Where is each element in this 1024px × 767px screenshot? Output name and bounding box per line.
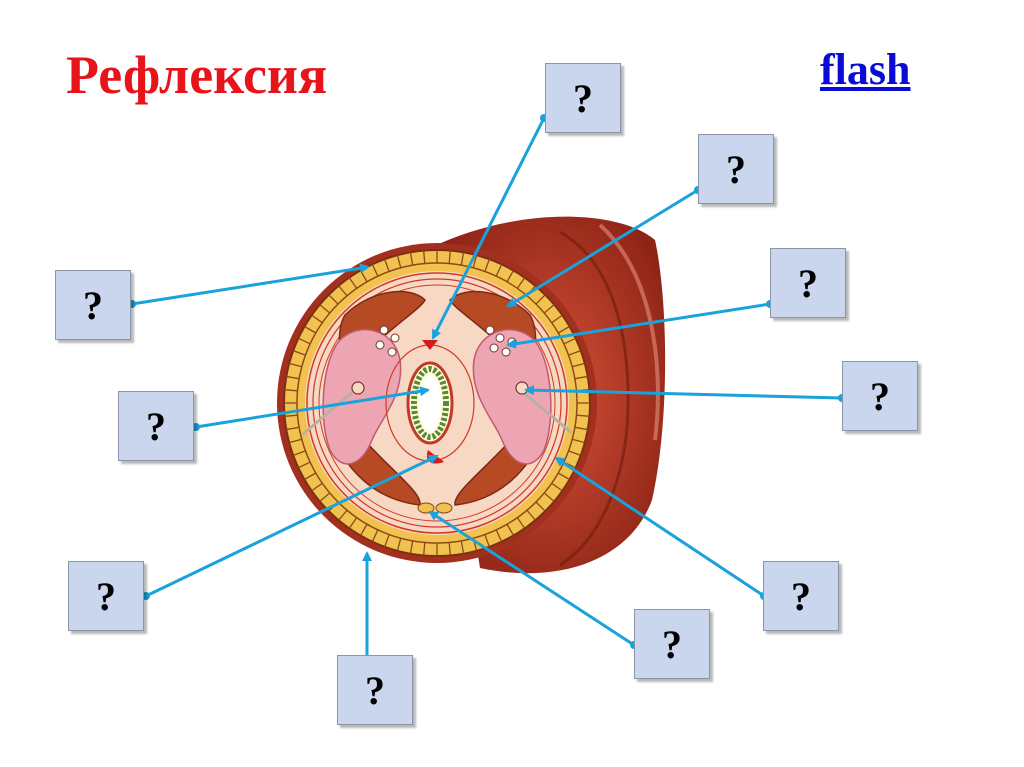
label-box-9[interactable]: ? bbox=[634, 609, 710, 679]
epidermis-cell-wall bbox=[526, 509, 536, 521]
epidermis-cell-wall bbox=[298, 337, 311, 345]
epidermis-cell-wall bbox=[574, 426, 588, 431]
epidermis-cell-wall bbox=[311, 482, 323, 492]
epidermis-cell-wall bbox=[293, 350, 306, 356]
epidermis-cell-wall bbox=[396, 538, 402, 551]
epidermis-cell-wall bbox=[423, 250, 426, 264]
epidermis-cell-wall bbox=[348, 277, 358, 289]
epidermis-cell-wall bbox=[286, 375, 300, 380]
epidermis-cell-wall bbox=[448, 250, 451, 264]
slide-title: Рефлексия bbox=[66, 45, 328, 105]
arrow-8 bbox=[554, 456, 765, 598]
arrow-9 bbox=[428, 510, 635, 647]
epidermis-cell-wall bbox=[563, 337, 576, 345]
epidermis-cell-wall bbox=[557, 325, 570, 334]
epidermis-cell-wall bbox=[506, 270, 515, 283]
epidermis-cell-wall bbox=[348, 517, 358, 529]
label-box-7[interactable]: ? bbox=[68, 561, 144, 631]
epidermis-cell-wall bbox=[338, 285, 348, 297]
label-box-5[interactable]: ? bbox=[842, 361, 918, 431]
epidermis-cell-wall bbox=[516, 517, 526, 529]
epidermis-cell-wall bbox=[298, 461, 311, 469]
flash-link[interactable]: flash bbox=[820, 45, 911, 94]
arrow-5 bbox=[524, 385, 843, 400]
epidermis-cell-wall bbox=[472, 255, 478, 268]
arrow-3 bbox=[506, 302, 771, 349]
epidermis-cell-wall bbox=[328, 294, 339, 305]
epidermis-cell-wall bbox=[448, 542, 451, 556]
epidermis-cell-wall bbox=[516, 277, 526, 289]
arrow-7 bbox=[145, 454, 439, 598]
epidermis-cell-wall bbox=[284, 414, 298, 417]
epidermis-cell-wall bbox=[409, 252, 414, 266]
epidermis-cell-wall bbox=[384, 259, 390, 272]
label-box-2[interactable]: ? bbox=[698, 134, 774, 204]
epidermis-cell-wall bbox=[319, 492, 331, 502]
arrow-4 bbox=[131, 263, 370, 306]
label-box-6[interactable]: ? bbox=[118, 391, 194, 461]
cross-section bbox=[277, 243, 597, 563]
epidermis-cell-wall bbox=[460, 540, 465, 554]
epidermis-cell-wall bbox=[319, 304, 331, 314]
epidermis-cell-wall bbox=[551, 482, 563, 492]
epidermis-cell-wall bbox=[396, 255, 402, 268]
epidermis-cell-wall bbox=[359, 523, 368, 536]
epidermis-cell-wall bbox=[423, 542, 426, 556]
label-box-8[interactable]: ? bbox=[763, 561, 839, 631]
epidermis-cell-wall bbox=[304, 325, 317, 334]
label-box-4[interactable]: ? bbox=[55, 270, 131, 340]
epidermis-cell-wall bbox=[311, 314, 323, 324]
epidermis-cell-wall bbox=[371, 529, 379, 542]
epidermis-cell-wall bbox=[535, 501, 546, 512]
arrow-6 bbox=[195, 386, 430, 429]
epidermis-cell-wall bbox=[495, 264, 503, 277]
epidermis-cell-wall bbox=[338, 509, 348, 521]
epidermis-cells bbox=[284, 250, 590, 556]
label-box-10[interactable]: ? bbox=[337, 655, 413, 725]
epidermis-cell-wall bbox=[572, 362, 585, 368]
epidermis-cell-wall bbox=[286, 426, 300, 431]
epidermis-cell-wall bbox=[543, 304, 555, 314]
epidermis-cell-wall bbox=[293, 450, 306, 456]
epidermis-cell-wall bbox=[384, 534, 390, 547]
epidermis-cell-wall bbox=[304, 472, 317, 481]
epidermis-cell-wall bbox=[371, 264, 379, 277]
epidermis-cell-wall bbox=[409, 540, 414, 554]
epidermis-cell-wall bbox=[551, 314, 563, 324]
epidermis-cell-wall bbox=[284, 389, 298, 392]
epidermis-cell-wall bbox=[506, 523, 515, 536]
label-box-3[interactable]: ? bbox=[770, 248, 846, 318]
arrow-1 bbox=[431, 117, 546, 340]
epidermis-cell-wall bbox=[289, 438, 302, 444]
epidermis-cell-wall bbox=[576, 414, 590, 417]
epidermis-cell-wall bbox=[557, 472, 570, 481]
epidermis-cell-wall bbox=[568, 350, 581, 356]
epidermis-cell-wall bbox=[289, 362, 302, 368]
epidermis-cell-wall bbox=[495, 529, 503, 542]
epidermis-cell-wall bbox=[543, 492, 555, 502]
epidermis-cell-wall bbox=[484, 534, 490, 547]
label-box-1[interactable]: ? bbox=[545, 63, 621, 133]
arrow-2 bbox=[506, 188, 699, 308]
epidermis-cell-wall bbox=[535, 294, 546, 305]
epidermis-cell-wall bbox=[574, 375, 588, 380]
epidermis-cell-wall bbox=[460, 252, 465, 266]
epidermis-cell-wall bbox=[572, 438, 585, 444]
epidermis-cell-wall bbox=[484, 259, 490, 272]
epidermis-cell-wall bbox=[568, 450, 581, 456]
